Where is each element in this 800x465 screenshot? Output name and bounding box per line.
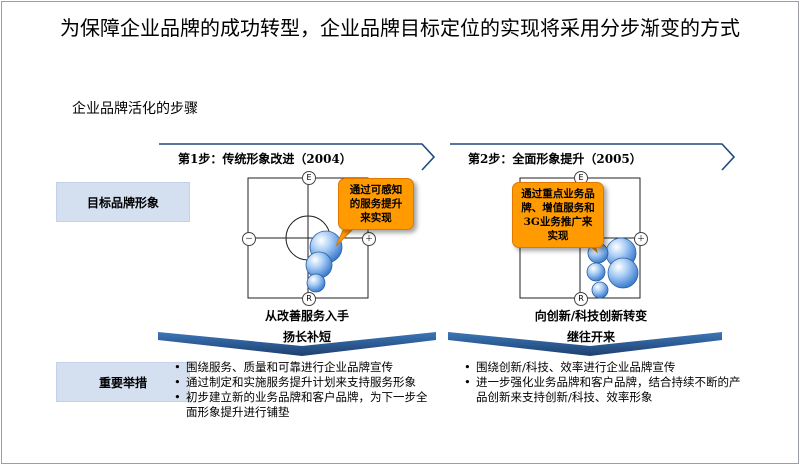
step1-caption-primary: 从改善服务入手 [264, 309, 349, 323]
list-item: 围绕服务、质量和可靠进行企业品牌宣传 [174, 360, 436, 375]
row-label-key-measures: 重要举措 [56, 362, 190, 402]
step2-measures-chevron [448, 332, 722, 356]
step2-caption-secondary: 继往开来 [566, 330, 615, 344]
step2-caption-primary: 向创新/科技创新转变 [534, 309, 648, 323]
step1-header-chevron [159, 143, 436, 171]
list-item: 进一步强化业务品牌和客户品牌，结合持续不断的产品创新来支持创新/科技、效率形象 [464, 375, 746, 405]
axis-marker-right: ＋ [634, 232, 648, 246]
step1-bubble [306, 273, 326, 293]
row-label-target-image: 目标品牌形象 [56, 182, 190, 222]
axis-marker-top: E [302, 171, 316, 185]
step1-measures-list: 围绕服务、质量和可靠进行企业品牌宣传 通过制定和实施服务提升计划来支持服务形象 … [174, 360, 436, 420]
step1-year: （2004） [294, 152, 352, 166]
step1-positioning-matrix [247, 177, 369, 299]
step2-label: 全面形象提升 [512, 152, 585, 166]
step1-caption-secondary: 扬长补短 [282, 330, 331, 344]
step2-bubble [586, 262, 606, 282]
list-item: 通过制定和实施服务提升计划来支持服务形象 [174, 375, 436, 390]
step2-prefix: 第2步： [468, 152, 513, 166]
list-item: 围绕创新/科技、效率进行企业品牌宣传 [464, 360, 746, 375]
step2-header-chevron [450, 143, 736, 171]
step2-callout: 通过重点业务品牌、增值服务和3G业务推广来实现 [512, 182, 604, 248]
axis-marker-left: － [242, 232, 256, 246]
axis-marker-right: ＋ [362, 232, 376, 246]
step2-year: （2005） [584, 152, 642, 166]
page-title: 为保障企业品牌的成功转型，企业品牌目标定位的实现将采用分步渐变的方式 [60, 16, 740, 40]
list-item: 初步建立新的业务品牌和客户品牌，为下一步全面形象提升进行铺垫 [174, 390, 436, 420]
step2-measures-list: 围绕创新/科技、效率进行企业品牌宣传 进一步强化业务品牌和客户品牌，结合持续不断… [464, 360, 746, 405]
page-subtitle: 企业品牌活化的步骤 [72, 101, 198, 117]
step1-header: 第1步：传统形象改进（2004） [178, 150, 352, 167]
step1-label: 传统形象改进 [222, 152, 295, 166]
step1-prefix: 第1步： [178, 152, 223, 166]
step1-measures-chevron [158, 332, 436, 356]
step2-bubble [591, 281, 609, 299]
step2-header: 第2步：全面形象提升（2005） [468, 150, 642, 167]
step1-callout: 通过可感知的服务提升来实现 [338, 178, 414, 230]
axis-marker-bottom: R [302, 292, 316, 306]
step2-bubble [607, 257, 639, 289]
axis-marker-bottom: R [574, 292, 588, 306]
